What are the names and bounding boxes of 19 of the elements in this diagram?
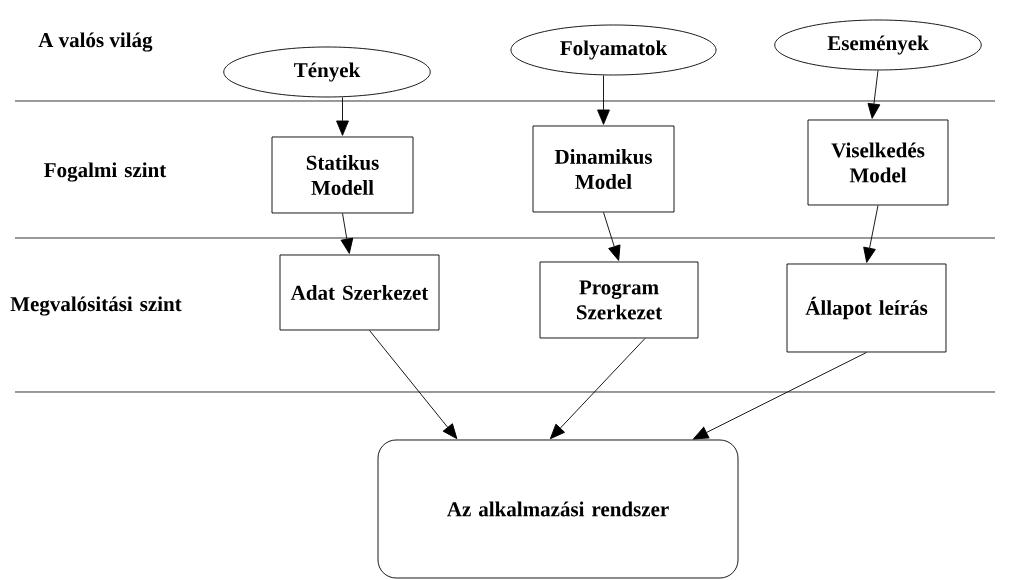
process-box: Dinamikus Model xyxy=(532,125,675,213)
arrow xyxy=(340,213,354,254)
level-label: Fogalmi szint xyxy=(44,162,167,182)
arrow xyxy=(336,97,349,136)
process-box: Adat Szerkezet xyxy=(279,254,440,331)
process-box: Program Szerkezet xyxy=(539,261,699,339)
process-box: Viselkedés Model xyxy=(807,119,949,206)
level-label: Megvalósitási szint xyxy=(10,296,182,316)
arrow xyxy=(863,205,879,263)
arrow xyxy=(549,338,646,440)
arrow xyxy=(867,70,881,119)
arrow xyxy=(597,75,610,125)
arrow xyxy=(693,352,867,440)
process-box: Állapot leírás xyxy=(786,263,947,353)
level-label: A valós világ xyxy=(38,32,153,52)
arrow xyxy=(369,330,458,440)
rounded-box: Az alkalmazási rendszer xyxy=(377,439,739,579)
process-box: Statikus Modell xyxy=(271,136,414,214)
arrow xyxy=(603,212,621,261)
